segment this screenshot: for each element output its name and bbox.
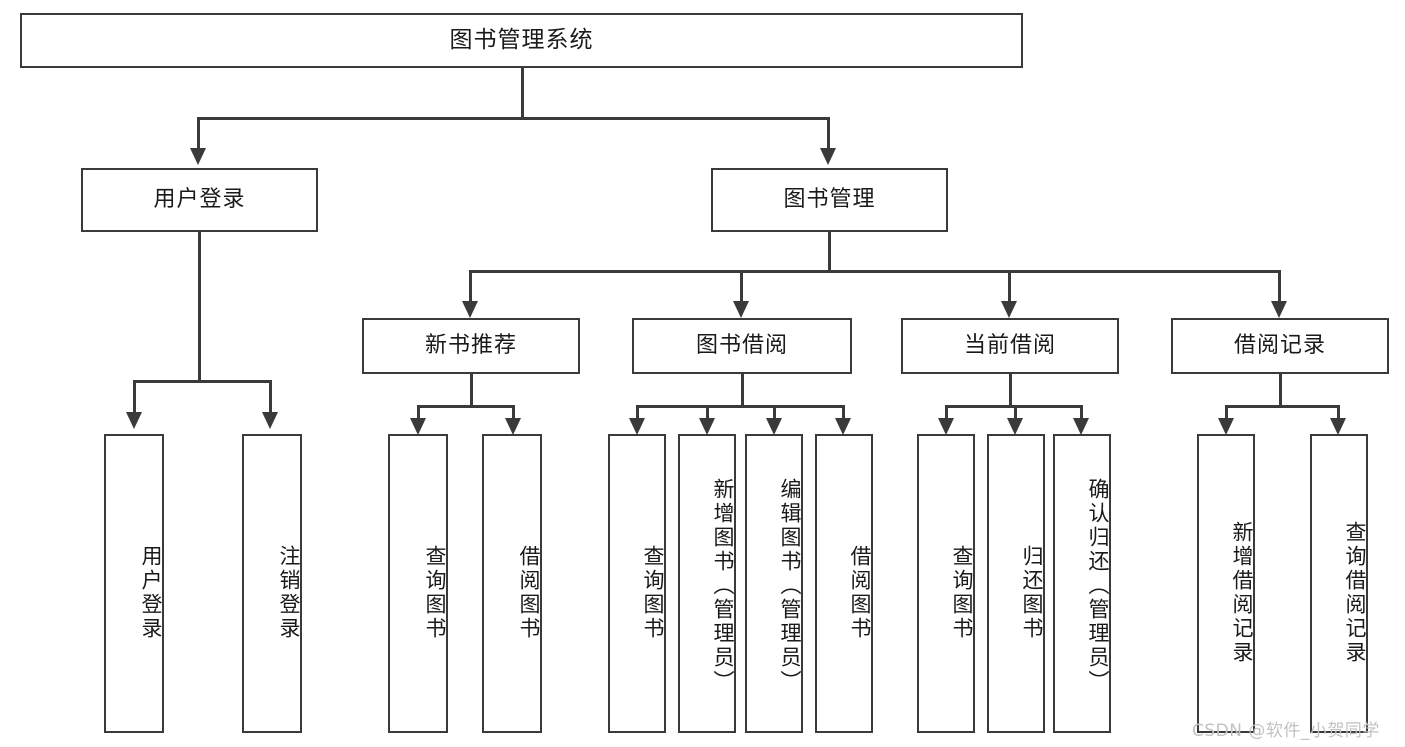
node-leaf-logout-login[interactable]: 注销登录 (242, 434, 302, 733)
connector-new-book-rec-stem (470, 374, 473, 406)
connector-borrow-record-stem (1279, 374, 1282, 406)
node-leaf-query-book-2-label: 查询图书 (641, 544, 665, 641)
connector-new-book-rec-bus (417, 405, 515, 408)
node-leaf-query-book-2[interactable]: 查询图书 (608, 434, 666, 733)
node-leaf-query-book-3[interactable]: 查询图书 (917, 434, 975, 733)
arrowhead-leaf-logout (262, 412, 278, 429)
node-leaf-query-book-3-label: 查询图书 (950, 544, 974, 641)
connector-drop-new-book-rec (469, 270, 472, 302)
node-leaf-borrow-book-2-label: 借阅图书 (848, 544, 872, 641)
node-leaf-user-login-label: 用户登录 (139, 544, 163, 641)
node-book-manage[interactable]: 图书管理 (711, 168, 948, 232)
node-leaf-logout-login-label: 注销登录 (277, 544, 301, 641)
arrowhead-leaf-add-record (1218, 418, 1234, 435)
node-leaf-query-book-1-label: 查询图书 (423, 544, 447, 641)
connector-drop-book-borrow (740, 270, 743, 302)
arrowhead-new-book-rec (462, 301, 478, 318)
arrowhead-leaf-edit-book (766, 418, 782, 435)
node-user-login-label: 用户登录 (153, 186, 246, 212)
node-leaf-return-book[interactable]: 归还图书 (987, 434, 1045, 733)
connector-book-manage-stem (828, 232, 831, 271)
node-leaf-query-record-label: 查询借阅记录 (1343, 520, 1367, 665)
node-leaf-confirm-return[interactable]: 确认归还（管理员） (1053, 434, 1111, 733)
node-root[interactable]: 图书管理系统 (20, 13, 1023, 68)
node-new-book-rec-label: 新书推荐 (424, 332, 517, 358)
node-leaf-add-book[interactable]: 新增图书（管理员） (678, 434, 736, 733)
connector-level2-bus (197, 117, 829, 120)
connector-drop-leaf-query-book-2 (636, 405, 639, 419)
arrowhead-leaf-query-book-1 (410, 418, 426, 435)
connector-root-stem (521, 68, 524, 117)
node-leaf-return-book-label: 归还图书 (1020, 544, 1044, 641)
arrowhead-leaf-query-book-3 (938, 418, 954, 435)
node-borrow-record-label: 借阅记录 (1233, 332, 1326, 358)
node-user-login[interactable]: 用户登录 (81, 168, 318, 232)
node-leaf-borrow-book-1-label: 借阅图书 (517, 544, 541, 641)
connector-drop-borrow-record (1278, 270, 1281, 302)
node-leaf-add-record-label: 新增借阅记录 (1230, 520, 1254, 665)
connector-drop-user-login (197, 117, 200, 149)
connector-current-borrow-bus (945, 405, 1082, 408)
arrowhead-leaf-query-book-2 (629, 418, 645, 435)
node-leaf-query-book-1[interactable]: 查询图书 (388, 434, 448, 733)
connector-drop-leaf-query-book-3 (945, 405, 948, 419)
connector-drop-leaf-add-record (1225, 405, 1228, 419)
node-book-borrow[interactable]: 图书借阅 (632, 318, 852, 374)
connector-drop-leaf-confirm-return (1080, 405, 1083, 419)
arrowhead-leaf-borrow-book-2 (835, 418, 851, 435)
node-leaf-edit-book-label: 编辑图书（管理员） (778, 477, 802, 694)
node-leaf-borrow-book-1[interactable]: 借阅图书 (482, 434, 542, 733)
node-leaf-add-book-label: 新增图书（管理员） (711, 477, 735, 694)
arrowhead-book-manage (820, 148, 836, 165)
node-leaf-confirm-return-label: 确认归还（管理员） (1086, 477, 1110, 694)
connector-user-login-stem (198, 232, 201, 380)
node-new-book-rec[interactable]: 新书推荐 (362, 318, 580, 374)
node-current-borrow-label: 当前借阅 (963, 332, 1056, 358)
connector-book-borrow-stem (741, 374, 744, 406)
connector-drop-leaf-logout (269, 380, 272, 413)
arrowhead-leaf-query-record (1330, 418, 1346, 435)
connector-drop-leaf-borrow-book-2 (842, 405, 845, 419)
csdn-watermark: CSDN @软件_小贺同学 (1192, 721, 1380, 741)
connector-drop-leaf-edit-book (773, 405, 776, 419)
connector-level3-bus (469, 270, 1281, 273)
node-leaf-add-record[interactable]: 新增借阅记录 (1197, 434, 1255, 733)
connector-drop-current-borrow (1008, 270, 1011, 302)
arrowhead-leaf-return-book (1007, 418, 1023, 435)
connector-borrow-record-bus (1225, 405, 1339, 408)
connector-drop-leaf-user-login (133, 380, 136, 413)
connector-drop-leaf-return-book (1014, 405, 1017, 419)
arrowhead-leaf-user-login (126, 412, 142, 429)
connector-book-borrow-bus (636, 405, 844, 408)
connector-current-borrow-stem (1009, 374, 1012, 406)
connector-drop-leaf-borrow-book-1 (512, 405, 515, 419)
node-leaf-borrow-book-2[interactable]: 借阅图书 (815, 434, 873, 733)
connector-user-login-bus (133, 380, 269, 383)
arrowhead-current-borrow (1001, 301, 1017, 318)
connector-drop-book-manage (827, 117, 830, 149)
arrowhead-leaf-borrow-book-1 (505, 418, 521, 435)
arrowhead-borrow-record (1271, 301, 1287, 318)
node-leaf-edit-book[interactable]: 编辑图书（管理员） (745, 434, 803, 733)
connector-drop-leaf-add-book (706, 405, 709, 419)
node-book-borrow-label: 图书借阅 (695, 332, 788, 358)
arrowhead-user-login (190, 148, 206, 165)
connector-drop-leaf-query-book-1 (417, 405, 420, 419)
node-borrow-record[interactable]: 借阅记录 (1171, 318, 1389, 374)
arrowhead-book-borrow (733, 301, 749, 318)
node-leaf-query-record[interactable]: 查询借阅记录 (1310, 434, 1368, 733)
arrowhead-leaf-add-book (699, 418, 715, 435)
node-book-manage-label: 图书管理 (783, 186, 876, 212)
node-root-label: 图书管理系统 (449, 26, 594, 53)
arrowhead-leaf-confirm-return (1073, 418, 1089, 435)
connector-drop-leaf-query-record (1337, 405, 1340, 419)
node-leaf-user-login[interactable]: 用户登录 (104, 434, 164, 733)
node-current-borrow[interactable]: 当前借阅 (901, 318, 1119, 374)
